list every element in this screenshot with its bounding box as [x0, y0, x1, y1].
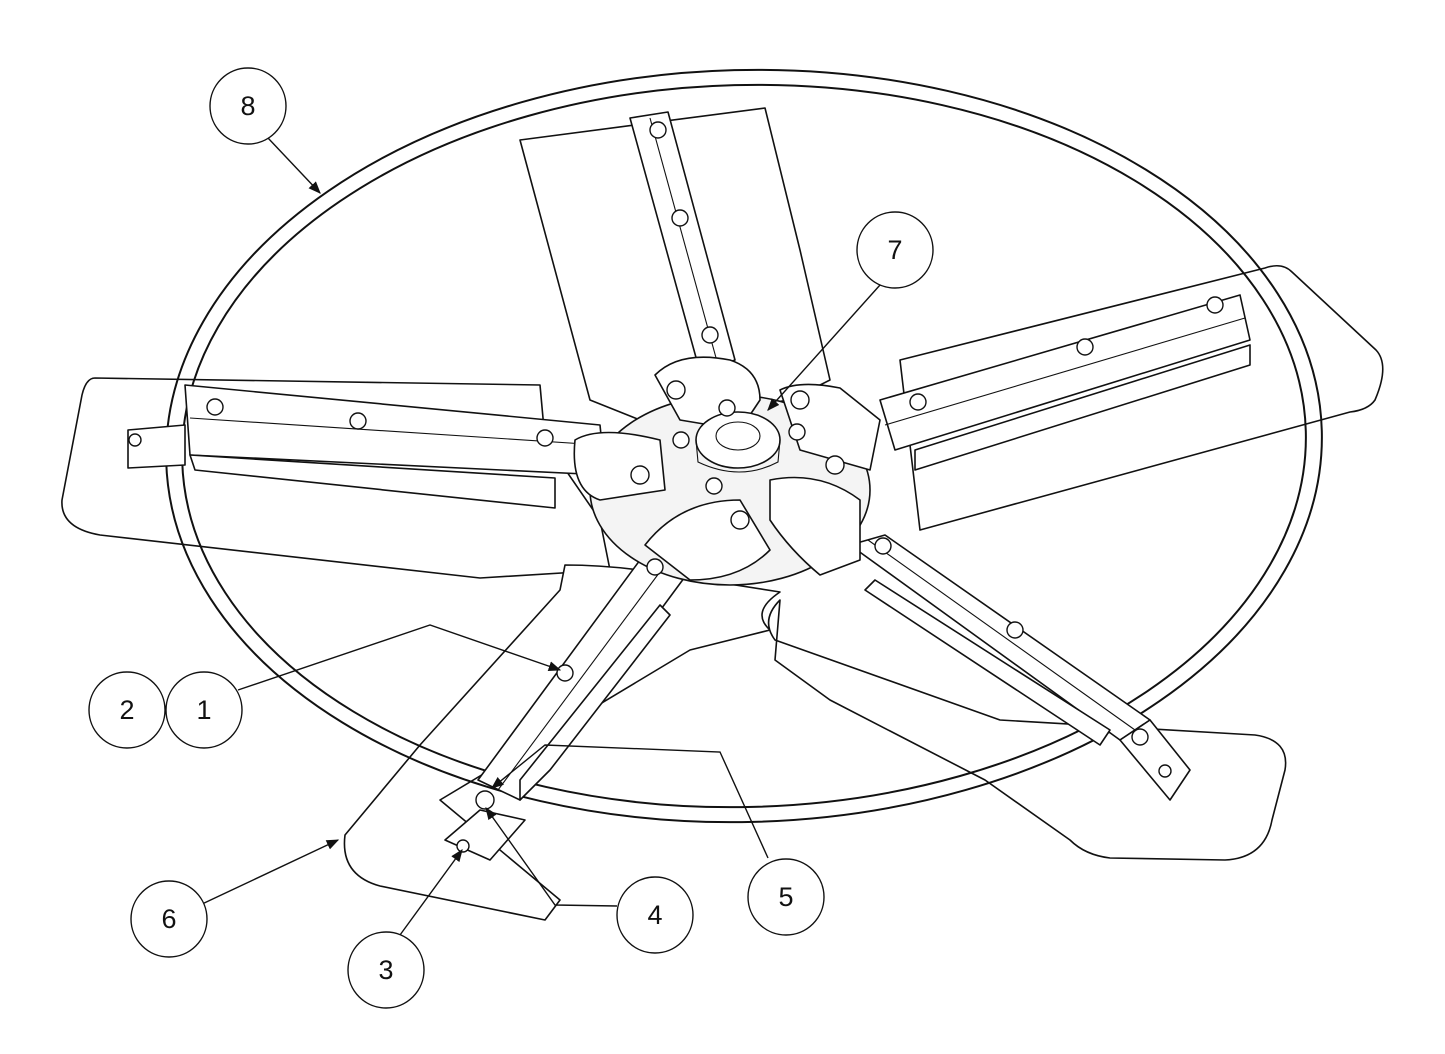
callout-4: 4	[616, 876, 694, 954]
clamp-front-right	[769, 476, 861, 576]
callout-8: 8	[209, 67, 287, 145]
bolt	[456, 839, 470, 853]
callout-7: 7	[856, 211, 934, 289]
callout-5: 5	[747, 858, 825, 936]
bolt	[730, 510, 750, 530]
bolt	[666, 380, 686, 400]
callout-2-label: 2	[119, 695, 134, 725]
callout-3: 3	[347, 931, 425, 1009]
callout-5-label: 5	[778, 882, 793, 912]
bolt	[788, 423, 806, 441]
central-hub	[573, 356, 881, 586]
callout-1-label: 1	[196, 695, 211, 725]
bolt	[671, 209, 689, 227]
callout-8-label: 8	[240, 91, 255, 121]
leader-7	[767, 284, 881, 411]
bolt	[349, 412, 367, 430]
bolt	[206, 398, 224, 416]
arm-back	[629, 111, 736, 373]
callout-3-label: 3	[378, 955, 393, 985]
callout-6: 6	[130, 880, 208, 958]
bolt	[718, 399, 736, 417]
bolt	[909, 393, 927, 411]
base-plate-front	[343, 564, 781, 921]
callout-2: 2	[88, 671, 166, 749]
leader-lines	[199, 137, 881, 936]
leader-8	[267, 137, 321, 194]
clamp-left	[573, 431, 666, 501]
leader-6	[199, 839, 340, 906]
bolt	[825, 455, 845, 475]
bolts	[128, 121, 1224, 853]
bolt	[874, 537, 892, 555]
bolt	[701, 326, 719, 344]
bolt	[790, 390, 810, 410]
arm-right-lower-rail	[914, 344, 1251, 471]
arm-front-lower-rail	[519, 604, 671, 801]
bolt	[128, 433, 142, 447]
leader-4	[485, 806, 618, 907]
arms	[127, 111, 1251, 861]
bolt	[1158, 764, 1172, 778]
bolt	[1006, 621, 1024, 639]
leader-1	[237, 624, 562, 691]
bolt	[672, 431, 690, 449]
hub-collar	[695, 411, 781, 469]
bolt	[1076, 338, 1094, 356]
callout-7-label: 7	[887, 235, 902, 265]
hub-bore	[715, 421, 761, 451]
bolt	[556, 664, 574, 682]
base-plate-front-right	[767, 599, 1287, 861]
callout-4-label: 4	[647, 900, 662, 930]
arm-front-right-lower-rail	[864, 579, 1111, 746]
leader-3	[399, 848, 463, 936]
arm-left-end-block	[127, 424, 186, 469]
bolt	[649, 121, 667, 139]
arm-right	[879, 294, 1251, 451]
bolt	[705, 477, 723, 495]
callout-6-label: 6	[161, 904, 176, 934]
bolt	[536, 429, 554, 447]
bolt	[630, 465, 650, 485]
bolt	[1206, 296, 1224, 314]
arm-left-lower-rail	[189, 454, 556, 509]
callout-1: 1	[165, 671, 243, 749]
bolt	[646, 558, 664, 576]
leader-5	[491, 744, 769, 859]
bolt	[1131, 728, 1149, 746]
bolt	[475, 790, 495, 810]
